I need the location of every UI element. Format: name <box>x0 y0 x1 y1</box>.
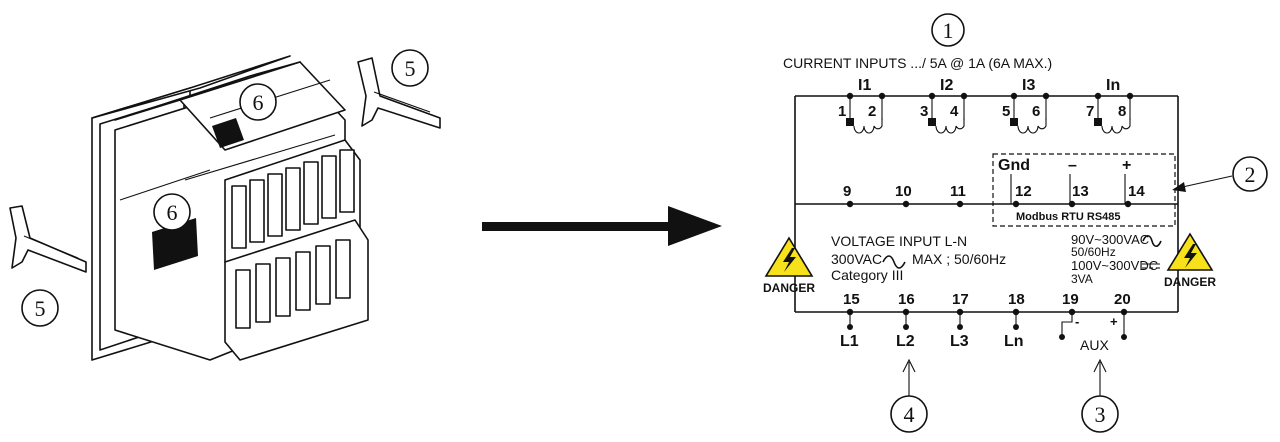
ct-terminal-1: 1 <box>838 103 846 120</box>
aux-dc-range: 100V~300VDC <box>1071 258 1158 273</box>
channel-i3: I3 <box>1022 77 1035 94</box>
meter-device-illustration <box>9 55 441 361</box>
ct-coil-1 <box>846 92 886 134</box>
comm-plus: + <box>1122 157 1131 174</box>
terminal-wiring-label: 1 CURRENT INPUTS .../ 5A @ 1A (6A MAX.) … <box>763 13 1268 433</box>
ct-terminal-7: 7 <box>1086 103 1094 120</box>
phase-l2: L2 <box>896 333 915 350</box>
voltage-rating-prefix: 300VAC <box>831 251 882 267</box>
callout-4: 4 <box>890 358 928 433</box>
callout-6-side: 6 <box>153 193 191 231</box>
callout-1: 1 <box>931 13 965 47</box>
terminal-16: 16 <box>898 291 915 308</box>
aux-power: 3VA <box>1071 272 1093 286</box>
current-inputs-heading: CURRENT INPUTS .../ 5A @ 1A (6A MAX.) <box>783 55 1052 71</box>
voltage-category: Category III <box>831 267 903 283</box>
terminal-14: 14 <box>1128 183 1145 200</box>
terminal-block-lower <box>224 219 369 361</box>
terminal-20: 20 <box>1114 291 1131 308</box>
channel-i1: I1 <box>858 77 871 94</box>
terminal-17: 17 <box>952 291 969 308</box>
terminal-9: 9 <box>843 183 851 200</box>
ct-terminal-3: 3 <box>920 103 928 120</box>
side-vent-bottom <box>152 218 198 270</box>
voltage-rating-suffix: MAX ; 50/60Hz <box>912 251 1006 267</box>
danger-warning-right: DANGER <box>1164 232 1216 289</box>
svg-text:5: 5 <box>405 56 416 81</box>
terminal-15: 15 <box>843 291 860 308</box>
ct-terminal-2: 2 <box>868 103 876 120</box>
phase-ln: Ln <box>1004 333 1024 350</box>
channel-in: In <box>1106 77 1120 94</box>
ct-terminal-6: 6 <box>1032 103 1040 120</box>
comm-protocol: Modbus RTU RS485 <box>1016 211 1121 223</box>
callout-3: 3 <box>1081 358 1119 433</box>
aux-plus: + <box>1110 314 1118 329</box>
ct-terminal-4: 4 <box>950 103 959 120</box>
phase-l1: L1 <box>840 333 859 350</box>
callout-2: 2 <box>1172 156 1268 192</box>
side-vent-top <box>212 118 244 148</box>
callout-6-top: 6 <box>239 83 277 121</box>
svg-text:5: 5 <box>35 296 46 321</box>
aux-ac-symbol <box>1142 234 1162 248</box>
danger-warning-left: DANGER <box>763 236 815 295</box>
aux-label: AUX <box>1080 337 1109 353</box>
ct-coil-4 <box>1094 92 1134 134</box>
danger-label-right: DANGER <box>1164 275 1216 289</box>
ct-coil-3 <box>1010 92 1050 134</box>
ct-terminal-5: 5 <box>1002 103 1010 120</box>
callout-5-left: 5 <box>21 289 59 327</box>
terminal-18: 18 <box>1008 291 1025 308</box>
svg-text:6: 6 <box>167 200 178 225</box>
voltage-input-title: VOLTAGE INPUT L-N <box>831 233 967 249</box>
svg-text:2: 2 <box>1245 162 1256 187</box>
ct-coil-2 <box>928 92 968 134</box>
terminal-12: 12 <box>1015 183 1032 200</box>
middle-terminal-dots <box>846 200 1132 208</box>
callout-5-right: 5 <box>391 49 429 87</box>
svg-text:6: 6 <box>253 90 264 115</box>
svg-text:1: 1 <box>943 18 954 43</box>
terminal-13: 13 <box>1072 183 1089 200</box>
phase-l3: L3 <box>950 333 969 350</box>
danger-label-left: DANGER <box>763 281 815 295</box>
terminal-10: 10 <box>895 183 912 200</box>
direction-arrow <box>482 206 722 246</box>
aux-minus: - <box>1075 314 1079 329</box>
terminal-19: 19 <box>1062 291 1079 308</box>
ct-terminal-8: 8 <box>1118 103 1126 120</box>
aux-ac-range: 90V~300VAC <box>1071 232 1149 247</box>
aux-leads <box>1059 312 1127 340</box>
comm-gnd: Gnd <box>998 157 1030 174</box>
svg-text:3: 3 <box>1095 402 1106 427</box>
phase-leads <box>847 312 1019 330</box>
top-edge <box>91 55 291 119</box>
svg-text:4: 4 <box>904 402 915 427</box>
mounting-clip-right <box>357 57 441 129</box>
ac-symbol <box>882 255 906 269</box>
dc-symbol <box>1142 263 1160 269</box>
terminal-11: 11 <box>950 183 966 200</box>
comm-minus: – <box>1068 157 1077 174</box>
channel-i2: I2 <box>940 77 953 94</box>
mounting-clip-left <box>9 205 87 273</box>
aux-frequency: 50/60Hz <box>1071 245 1116 259</box>
